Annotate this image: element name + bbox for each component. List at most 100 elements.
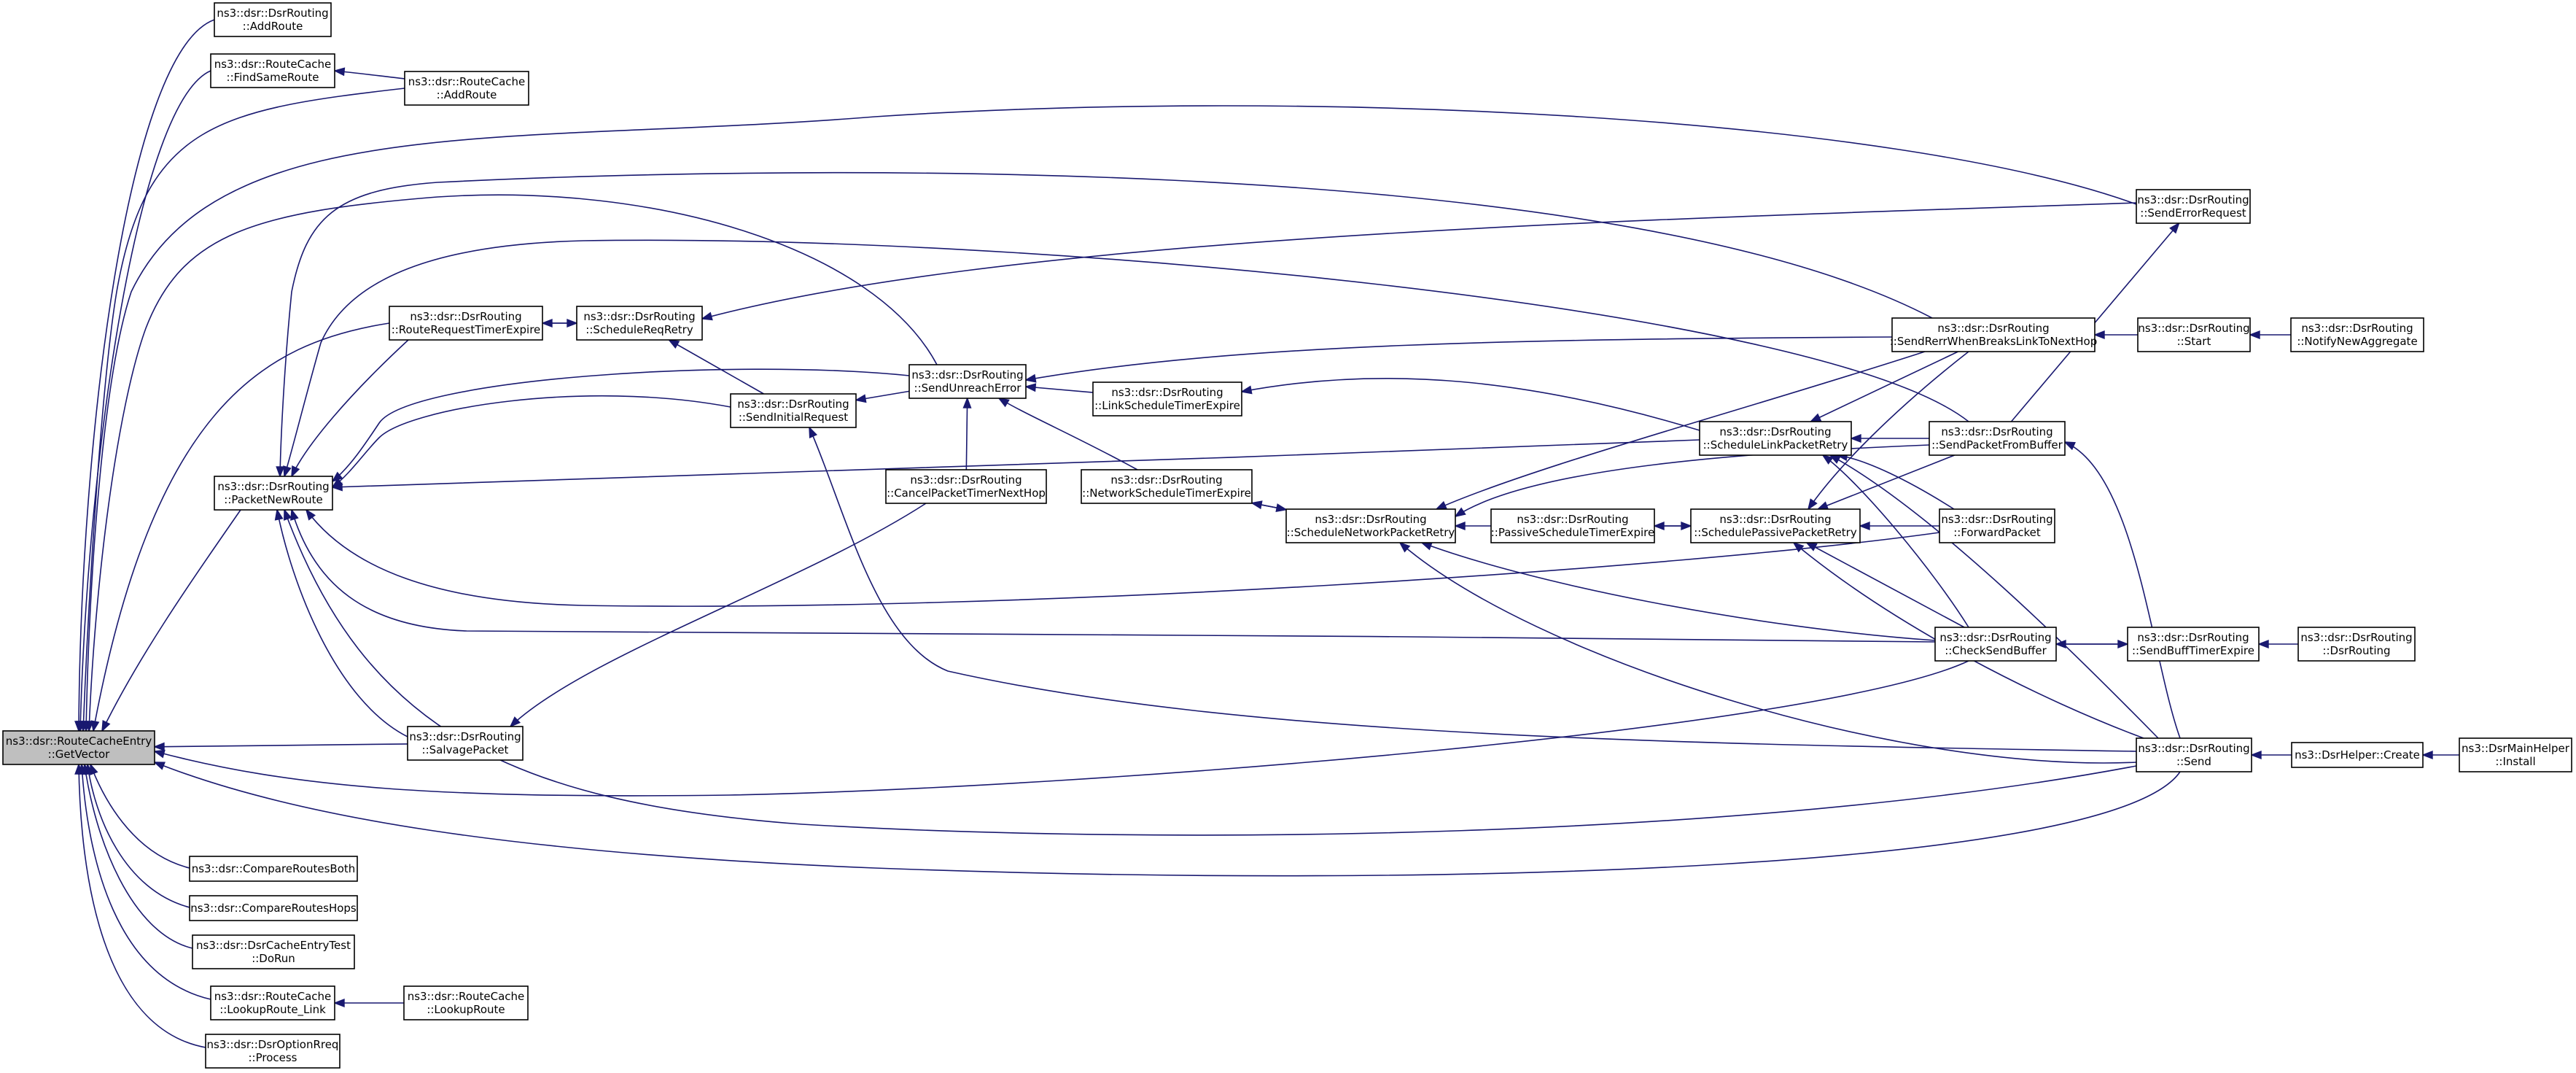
function-node-rc-lookuproute[interactable]: ns3::dsr::RouteCache::LookupRoute xyxy=(403,985,529,1020)
node-label: ns3::dsr::RouteCacheEntry xyxy=(6,735,152,748)
call-edge-send-to-getvector xyxy=(153,762,2181,877)
function-node-rc-findsameroute[interactable]: ns3::dsr::RouteCache::FindSameRoute xyxy=(210,53,335,88)
node-label: ns3::dsr::DsrOptionRreq xyxy=(207,1038,339,1051)
function-node-comparerouteshops[interactable]: ns3::dsr::CompareRoutesHops xyxy=(189,895,358,921)
arrowhead-icon xyxy=(1816,501,1829,510)
call-edge-sendpacketfrombuffer-to-schedulelinkpacketretry xyxy=(1850,433,1929,443)
call-edge-sendrerrwhenbreaks-to-sendunreacherror xyxy=(1024,336,1893,383)
call-edge-cancelpackettimernexthop-to-sendunreacherror xyxy=(962,397,972,470)
arrowhead-icon xyxy=(855,394,867,403)
node-label: ::NetworkScheduleTimerExpire xyxy=(1082,487,1251,500)
node-label: ::NotifyNewAggregate xyxy=(2297,335,2417,348)
function-node-packetnewroute[interactable]: ns3::dsr::DsrRouting::PacketNewRoute xyxy=(214,476,333,511)
arrowhead-icon xyxy=(541,318,553,328)
function-node-sendrerrwhenbreaks[interactable]: ns3::dsr::DsrRouting::SendRerrWhenBreaks… xyxy=(1890,317,2098,352)
call-edge-forwardpacket-to-schedulelinkpacketretry xyxy=(1836,452,1955,510)
function-node-cancelpackettimernexthop[interactable]: ns3::dsr::DsrRouting::CancelPacketTimerN… xyxy=(885,469,1047,504)
node-label: ns3::dsr::DsrRouting xyxy=(2137,631,2249,644)
node-box xyxy=(214,476,333,511)
node-label: ::CancelPacketTimerNextHop xyxy=(887,487,1046,500)
function-node-dsrhelper-create[interactable]: ns3::DsrHelper::Create xyxy=(2291,742,2424,768)
function-node-notifynewaggregate[interactable]: ns3::dsr::DsrRouting::NotifyNewAggregate xyxy=(2290,317,2424,352)
function-node-linkscheduletimerexpire[interactable]: ns3::dsr::DsrRouting::LinkScheduleTimerE… xyxy=(1092,381,1242,417)
node-box xyxy=(192,934,355,969)
node-box xyxy=(389,306,543,341)
node-label: ::AddRoute xyxy=(437,88,497,101)
node-box xyxy=(2297,627,2416,662)
function-node-send[interactable]: ns3::dsr::DsrRouting::Send xyxy=(2136,737,2252,772)
arrowhead-icon xyxy=(1398,541,1411,553)
node-label: ns3::dsr::DsrRouting xyxy=(217,480,329,493)
function-node-sendinitialrequest[interactable]: ns3::dsr::DsrRouting::SendInitialRequest xyxy=(730,393,857,428)
call-edge-senderrorrequest-to-schedulereqretry xyxy=(701,202,2137,321)
node-box xyxy=(1081,469,1253,504)
node-label: ns3::dsr::DsrRouting xyxy=(1719,513,1831,526)
call-edge-send-to-packetnewroute xyxy=(284,508,2137,836)
arrowhead-icon xyxy=(1805,542,1818,551)
node-box xyxy=(210,53,335,88)
node-box xyxy=(189,856,358,882)
function-node-dsroptionreq-process[interactable]: ns3::dsr::DsrOptionRreq::Process xyxy=(205,1034,341,1069)
node-label: ns3::dsr::DsrRouting xyxy=(1939,631,2051,644)
function-node-sendbufftimerexpire[interactable]: ns3::dsr::DsrRouting::SendBuffTimerExpir… xyxy=(2127,627,2260,662)
function-node-dsrrouting-ctor[interactable]: ns3::dsr::DsrRouting::DsrRouting xyxy=(2297,627,2416,662)
call-edge-sendrerrwhenbreaks-to-schedulepassivepacketretry xyxy=(1807,351,1969,511)
node-box xyxy=(1929,421,2066,456)
arrowhead-icon xyxy=(1240,385,1253,395)
function-node-forwardpacket[interactable]: ns3::dsr::DsrRouting::ForwardPacket xyxy=(1939,508,2055,543)
function-node-passivescheduletimerexpire[interactable]: ns3::dsr::DsrRouting::PassiveScheduleTim… xyxy=(1490,508,1655,543)
arrowhead-icon xyxy=(333,998,345,1008)
arrowhead-icon xyxy=(1454,521,1466,531)
function-node-start[interactable]: ns3::dsr::DsrRouting::Start xyxy=(2137,317,2251,352)
call-edge-checksendbuffer-to-schedulepassivepacketretry xyxy=(1805,542,1965,628)
node-box xyxy=(407,726,524,761)
arrowhead-icon xyxy=(74,763,84,775)
function-node-routerequesttimerexpire[interactable]: ns3::dsr::DsrRouting::RouteRequestTimerE… xyxy=(389,306,543,341)
function-node-dsrmainhelper-install[interactable]: ns3::DsrMainHelper::Install xyxy=(2459,737,2572,772)
node-label: ns3::dsr::DsrRouting xyxy=(1719,425,1831,438)
function-node-senderrorrequest[interactable]: ns3::dsr::DsrRouting::SendErrorRequest xyxy=(2136,189,2251,224)
function-node-schedulereqretry[interactable]: ns3::dsr::DsrRouting::ScheduleReqRetry xyxy=(576,306,703,341)
node-box xyxy=(2291,742,2424,768)
call-edge-dsrcacheentrytest-to-getvector xyxy=(81,763,193,949)
function-node-dsr-addroute[interactable]: ns3::dsr::DsrRouting::AddRoute xyxy=(214,2,332,37)
call-edge-checksendbuffer-to-packetnewroute xyxy=(290,508,1936,643)
arrowhead-icon xyxy=(1809,413,1822,422)
arrowhead-icon xyxy=(331,471,343,483)
function-node-salvagepacket[interactable]: ns3::dsr::DsrRouting::SalvagePacket xyxy=(407,726,524,761)
node-label: ::GetVector xyxy=(48,748,110,761)
arrowhead-icon xyxy=(291,465,300,478)
node-box xyxy=(1285,508,1456,543)
function-node-compareroutesboth[interactable]: ns3::dsr::CompareRoutesBoth xyxy=(189,856,358,882)
function-node-rc-lookuproute-link[interactable]: ns3::dsr::RouteCache::LookupRoute_Link xyxy=(210,985,335,1020)
node-label: ns3::dsr::DsrRouting xyxy=(737,398,849,411)
call-edge-linkscheduletimerexpire-to-sendunreacherror xyxy=(1024,383,1094,393)
call-edge-sendinitialrequest-to-schedulereqretry xyxy=(667,339,764,395)
function-node-dsrcacheentrytest[interactable]: ns3::dsr::DsrCacheEntryTest::DoRun xyxy=(192,934,355,969)
call-edge-salvagepacket-to-packetnewroute xyxy=(274,508,408,737)
call-edge-schedulereqretry-to-routerequesttimerexpire xyxy=(541,318,577,328)
function-node-schedulepassivepacketretry[interactable]: ns3::dsr::DsrRouting::SchedulePassivePac… xyxy=(1690,508,1861,543)
call-edge-start-to-sendrerrwhenbreaks xyxy=(2093,330,2138,340)
function-node-schedulenetworkpacketretry[interactable]: ns3::dsr::DsrRouting::ScheduleNetworkPac… xyxy=(1285,508,1456,543)
node-box xyxy=(214,2,332,37)
function-node-sendpacketfrombuffer[interactable]: ns3::dsr::DsrRouting::SendPacketFromBuff… xyxy=(1929,421,2066,456)
function-node-sendunreacherror[interactable]: ns3::dsr::DsrRouting::SendUnreachError xyxy=(908,364,1027,399)
arrowhead-icon xyxy=(1435,500,1447,510)
function-node-networkscheduletimerexpire[interactable]: ns3::dsr::DsrRouting::NetworkScheduleTim… xyxy=(1081,469,1253,504)
function-node-rc-addroute[interactable]: ns3::dsr::RouteCache::AddRoute xyxy=(404,71,529,106)
node-box xyxy=(189,895,358,921)
call-edge-checksendbuffer-to-getvector xyxy=(153,660,1969,797)
call-edge-forwardpacket-to-schedulepassivepacketretry xyxy=(1859,521,1939,531)
node-label: ::DoRun xyxy=(252,952,295,965)
node-box xyxy=(1939,508,2055,543)
function-node-schedulelinkpacketretry[interactable]: ns3::dsr::DsrRouting::ScheduleLinkPacket… xyxy=(1699,421,1852,456)
arrowhead-icon xyxy=(701,311,713,321)
node-label: ns3::dsr::DsrRouting xyxy=(217,7,328,20)
function-node-checksendbuffer[interactable]: ns3::dsr::DsrRouting::CheckSendBuffer xyxy=(1934,627,2057,662)
node-label: ::LinkScheduleTimerExpire xyxy=(1094,399,1240,412)
arrowhead-icon xyxy=(153,742,165,751)
call-edge-rc_lookuproute-to-rc_lookuproute_link xyxy=(333,998,404,1008)
node-label: ::SendPacketFromBuffer xyxy=(1931,438,2063,452)
